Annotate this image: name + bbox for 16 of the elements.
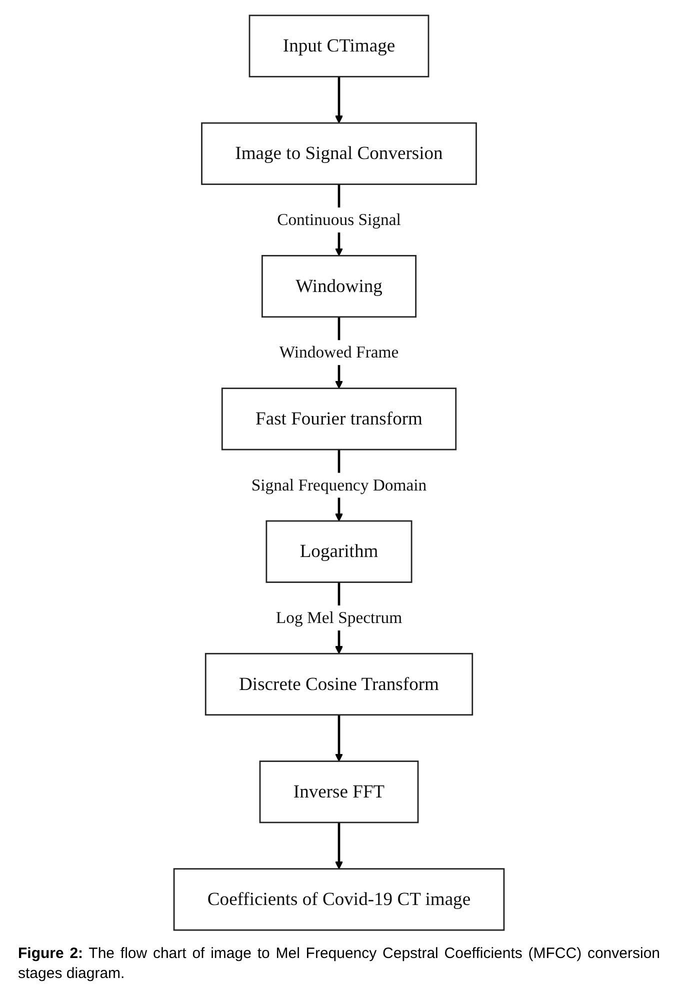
- process-box: Logarithm: [266, 520, 412, 583]
- arrow: [334, 714, 344, 762]
- process-box: Image to Signal Conversion: [201, 122, 477, 185]
- arrow: [334, 76, 344, 124]
- edge-label: Log Mel Spectrum: [276, 608, 402, 627]
- edge-label: Signal Frequency Domain: [251, 476, 427, 494]
- figure-caption: Figure 2: The flow chart of image to Mel Frequency Cepstral Coefficients (MFCC) conversion stages diagram.: [17, 944, 661, 984]
- process-box: Inverse FFT: [259, 760, 419, 824]
- edge-label: Windowed Frame: [279, 342, 399, 362]
- edge-label: Continuous Signal: [277, 210, 401, 229]
- process-box: Coefficients of Covid-19 CT image: [173, 868, 505, 931]
- arrow: [334, 822, 344, 870]
- process-box: Fast Fourier transform: [221, 388, 457, 450]
- process-box: Windowing: [261, 254, 417, 318]
- process-box: Discrete Cosine Transform: [204, 652, 474, 716]
- process-box: Input CTimage: [248, 14, 430, 78]
